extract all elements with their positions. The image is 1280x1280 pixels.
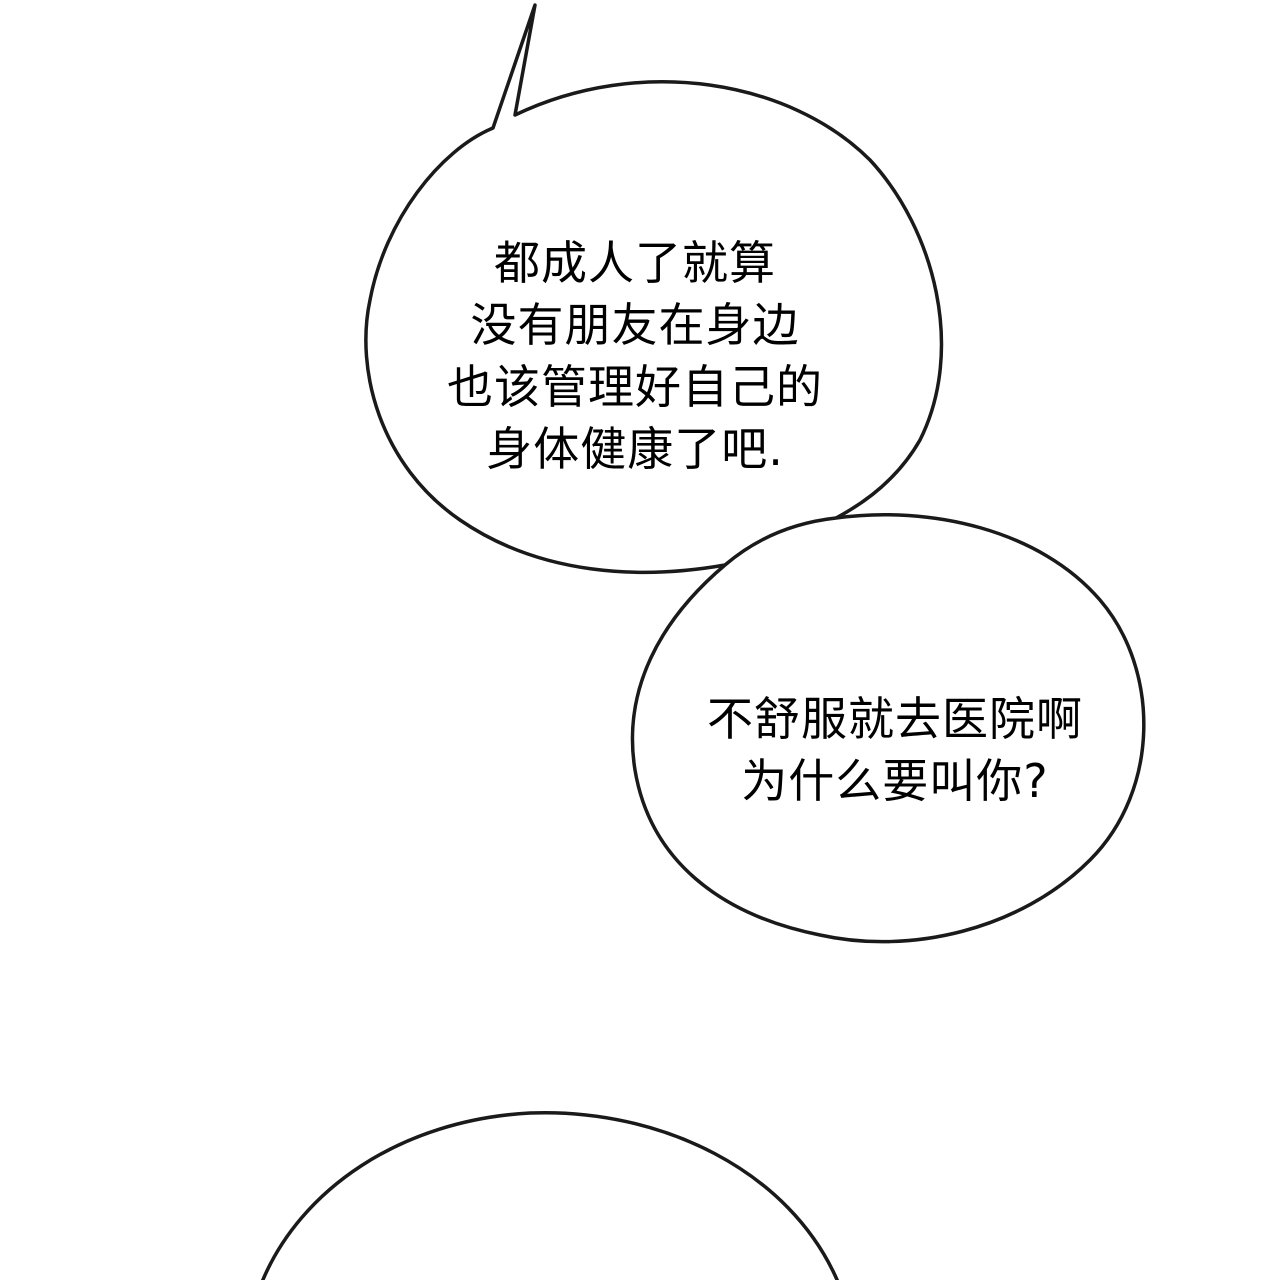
speech-bubble-2-text: 不舒服就去医院啊 为什么要叫你? [660,688,1130,812]
speech-bubble-3 [260,1111,840,1280]
bubble-1-line-1: 都成人了就算 [494,236,776,290]
bubble-1-line-3: 也该管理好自己的 [447,360,823,414]
bubble-2-line-2: 为什么要叫你? [741,754,1049,808]
bubble-2-line-1: 不舒服就去医院啊 [707,692,1083,746]
bubble-1-line-4: 身体健康了吧. [486,422,784,476]
speech-bubble-1-text: 都成人了就算 没有朋友在身边 也该管理好自己的 身体健康了吧. [400,232,870,480]
bubble-1-line-2: 没有朋友在身边 [470,298,800,352]
speech-bubble-2 [630,512,1146,944]
